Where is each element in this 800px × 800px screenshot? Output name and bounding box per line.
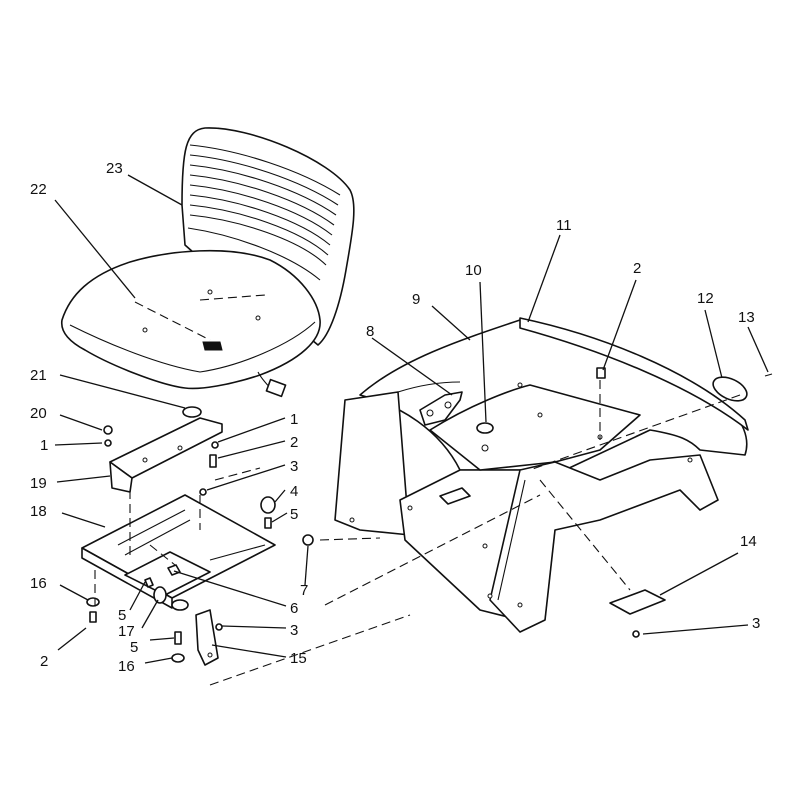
- callout-12: 12: [697, 290, 714, 307]
- callout-21: 21: [30, 367, 47, 384]
- callout-16-upper: 16: [30, 575, 47, 592]
- callout-10: 10: [465, 262, 482, 279]
- callout-13: 13: [738, 309, 755, 326]
- callout-22: 22: [30, 181, 47, 198]
- callout-3-fender: 3: [752, 615, 760, 632]
- callout-5-right: 5: [290, 506, 298, 523]
- callout-2-left: 2: [40, 653, 48, 670]
- callout-5-left: 5: [118, 607, 126, 624]
- callout-19: 19: [30, 475, 47, 492]
- callout-7: 7: [300, 582, 308, 599]
- leader-lines: [54, 174, 769, 664]
- mount-bracket-19: [109, 417, 223, 493]
- callout-2-fender: 2: [633, 260, 641, 277]
- callout-3-upper: 3: [290, 458, 298, 475]
- callout-3-lower: 3: [290, 622, 298, 639]
- callout-labels: 23 22 21 20 1 19 18 16 2 5 17 5 16 1 2 3…: [30, 160, 760, 675]
- fender: [334, 317, 749, 633]
- seat: [60, 127, 355, 398]
- callout-4: 4: [290, 483, 298, 500]
- callout-2-right: 2: [290, 434, 298, 451]
- callout-6: 6: [290, 600, 298, 617]
- callout-5-lower: 5: [130, 639, 138, 656]
- callout-1-right: 1: [290, 411, 298, 428]
- callout-8: 8: [366, 323, 374, 340]
- small-hardware: [86, 373, 773, 666]
- seat-plate-18: [81, 494, 276, 609]
- callout-20: 20: [30, 405, 47, 422]
- callout-15: 15: [290, 650, 307, 667]
- callout-18: 18: [30, 503, 47, 520]
- callout-14: 14: [740, 533, 757, 550]
- callout-23: 23: [106, 160, 123, 177]
- callout-16-lower: 16: [118, 658, 135, 675]
- callout-1-left: 1: [40, 437, 48, 454]
- callout-17: 17: [118, 623, 135, 640]
- callout-11: 11: [556, 217, 572, 234]
- callout-9: 9: [412, 291, 420, 308]
- assembly-lines: [94, 380, 741, 686]
